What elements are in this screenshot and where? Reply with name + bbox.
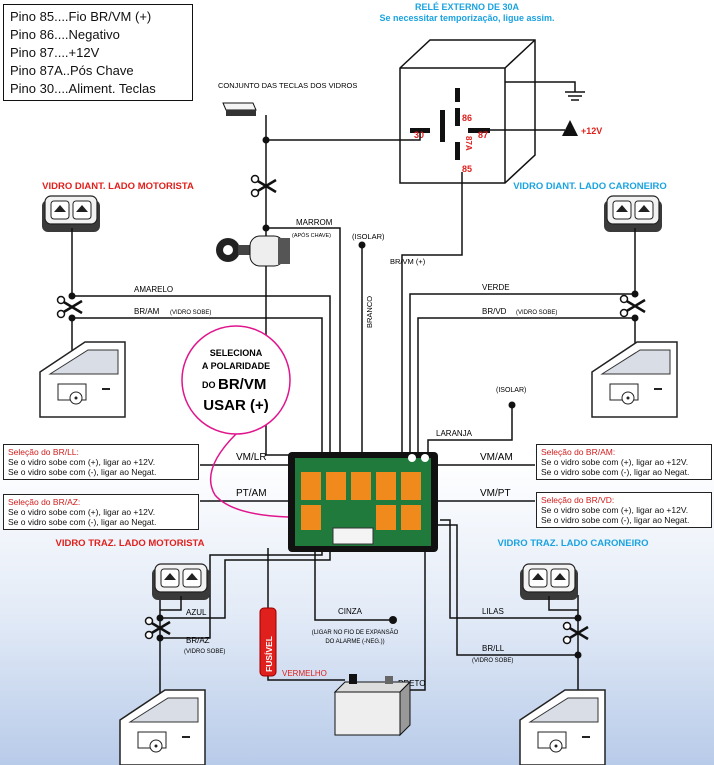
polarity-line-4: USAR (+) bbox=[203, 397, 268, 414]
note-brll: Seleção do BR/LL: Se o vidro sobe com (+… bbox=[3, 444, 199, 480]
relay-subtitle: Se necessitar temporização, ligue assim. bbox=[379, 13, 554, 23]
wire-label-vmlr: VM/LR bbox=[236, 452, 267, 463]
switch-set-label: CONJUNTO DAS TECLAS DOS VIDROS bbox=[218, 81, 357, 90]
fuse-icon bbox=[259, 607, 277, 677]
wire-label-vmam: VM/AM bbox=[480, 452, 513, 463]
wire-label-isolar-2: (ISOLAR) bbox=[496, 387, 526, 394]
wire-label-laranja: LARANJA bbox=[436, 429, 473, 438]
wire-label-azul: AZUL bbox=[186, 608, 207, 617]
note-bram: Seleção do BR/AM: Se o vidro sobe com (+… bbox=[536, 444, 712, 480]
relay-pin-87a: 87A bbox=[464, 136, 473, 151]
note-line: Se o vidro sobe com (-), ligar ao Negat. bbox=[541, 467, 690, 477]
pin-legend-line: Pino 86....Negativo bbox=[10, 27, 120, 42]
note-title: Seleção do BR/AM: bbox=[541, 447, 616, 457]
wire-label-vidro-sobe-4: (VIDRO SOBE) bbox=[472, 658, 513, 664]
note-line: Se o vidro sobe com (+), ligar ao +12V. bbox=[8, 457, 156, 467]
note-title: Seleção do BR/VD: bbox=[541, 495, 615, 505]
pin-legend-line: Pino 87A..Pós Chave bbox=[10, 63, 134, 78]
polarity-line-2: A POLARIDADE bbox=[202, 361, 270, 371]
relay-pin-30: 30 bbox=[414, 130, 424, 140]
note-line: Se o vidro sobe com (+), ligar ao +12V. bbox=[541, 505, 689, 515]
pin-legend: Pino 85....Fio BR/VM (+) Pino 86....Nega… bbox=[3, 4, 193, 101]
note-line: Se o vidro sobe com (-), ligar ao Negat. bbox=[8, 517, 157, 527]
relay-pin-86: 86 bbox=[462, 113, 472, 123]
window-switch-set-icon bbox=[222, 102, 257, 116]
external-relay bbox=[399, 39, 536, 184]
wire-label-braz: BR/AZ bbox=[186, 636, 210, 645]
door-motor-front-driver-icon bbox=[39, 341, 126, 418]
pin-legend-line: Pino 30....Aliment. Teclas bbox=[10, 81, 156, 96]
wire-label-ptam: PT/AM bbox=[236, 488, 267, 499]
wire-label-amarelo: AMARELO bbox=[134, 285, 173, 294]
note-line: Se o vidro sobe com (+), ligar ao +12V. bbox=[8, 507, 156, 517]
wire-label-isolar-1: (ISOLAR) bbox=[352, 232, 385, 241]
wires bbox=[71, 115, 636, 710]
battery-icon bbox=[333, 674, 412, 737]
wire-label-brvm: BR/VM (+) bbox=[390, 257, 426, 266]
wire-label-apos-chave: (APÓS CHAVE) bbox=[292, 232, 331, 239]
door-motor-front-passenger-icon bbox=[591, 341, 678, 418]
wire-label-marrom: MARROM bbox=[296, 218, 333, 227]
wire-label-cinza: CINZA bbox=[338, 607, 363, 616]
polarity-line-1: SELECIONA bbox=[210, 348, 263, 358]
control-module-board bbox=[288, 452, 438, 552]
cut-scissors-icon bbox=[619, 294, 647, 318]
wire-label-cinza-note-2: DO ALARME (-NEG.)) bbox=[325, 639, 384, 645]
wire-label-vidro-sobe-1: (VIDRO SOBE) bbox=[170, 310, 211, 316]
front-passenger-title: VIDRO DIANT. LADO CARONEIRO bbox=[513, 181, 667, 192]
plus12v-terminal-icon bbox=[562, 120, 578, 136]
note-line: Se o vidro sobe com (+), ligar ao +12V. bbox=[541, 457, 689, 467]
relay-title: RELÉ EXTERNO DE 30A bbox=[415, 2, 520, 12]
pin-legend-line: Pino 87....+12V bbox=[10, 45, 100, 60]
plus12v-label: +12V bbox=[581, 126, 602, 136]
cut-scissors-icon bbox=[56, 295, 84, 319]
wire-label-brvd: BR/VD bbox=[482, 307, 507, 316]
wire-label-vmpt: VM/PT bbox=[480, 488, 511, 499]
wire-label-lilas: LILAS bbox=[482, 607, 504, 616]
wire-label-vermelho: VERMELHO bbox=[282, 669, 327, 678]
front-driver-title: VIDRO DIANT. LADO MOTORISTA bbox=[42, 181, 194, 192]
door-motor-rear-driver-icon bbox=[119, 689, 206, 765]
rear-driver-title: VIDRO TRAZ. LADO MOTORISTA bbox=[55, 538, 204, 549]
wire-label-branco: BRANCO bbox=[365, 296, 374, 328]
fuse-label: FUSÍVEL bbox=[264, 636, 274, 672]
wire-label-vidro-sobe-3: (VIDRO SOBE) bbox=[184, 649, 225, 655]
relay-pin-87: 87 bbox=[478, 130, 488, 140]
note-braz: Seleção do BR/AZ: Se o vidro sobe com (+… bbox=[3, 494, 199, 530]
window-switch-rear-passenger-icon bbox=[519, 563, 579, 601]
polarity-line-3b: BR/VM bbox=[218, 376, 266, 393]
pin-legend-line: Pino 85....Fio BR/VM (+) bbox=[10, 9, 152, 24]
wire-label-preto: PRETO bbox=[398, 679, 425, 688]
ignition-key-icon bbox=[216, 235, 290, 267]
note-brvd: Seleção do BR/VD: Se o vidro sobe com (+… bbox=[536, 492, 712, 528]
wire-label-verde: VERDE bbox=[482, 283, 510, 292]
polarity-bubble bbox=[181, 325, 300, 525]
cut-scissors-icon bbox=[250, 174, 278, 198]
window-switch-rear-driver-icon bbox=[151, 563, 211, 601]
note-line: Se o vidro sobe com (-), ligar ao Negat. bbox=[541, 515, 690, 525]
wire-label-cinza-note-1: (LIGAR NO FIO DE EXPANSÃO bbox=[312, 629, 399, 636]
note-title: Seleção do BR/AZ: bbox=[8, 497, 81, 507]
wire-label-bram: BR/AM bbox=[134, 307, 160, 316]
note-title: Seleção do BR/LL: bbox=[8, 447, 79, 457]
rear-passenger-title: VIDRO TRAZ. LADO CARONEIRO bbox=[498, 538, 649, 549]
window-switch-front-passenger-icon bbox=[603, 195, 663, 233]
polarity-line-3a: DO bbox=[202, 380, 216, 390]
relay-pin-85: 85 bbox=[462, 164, 472, 174]
wire-label-brll: BR/LL bbox=[482, 644, 505, 653]
cut-scissors-icon bbox=[562, 621, 590, 645]
window-switch-front-driver-icon bbox=[41, 195, 101, 233]
ground-icon bbox=[505, 81, 585, 101]
wire-label-vidro-sobe-2: (VIDRO SOBE) bbox=[516, 310, 557, 316]
door-motor-rear-passenger-icon bbox=[519, 689, 606, 765]
note-line: Se o vidro sobe com (-), ligar ao Negat. bbox=[8, 467, 157, 477]
